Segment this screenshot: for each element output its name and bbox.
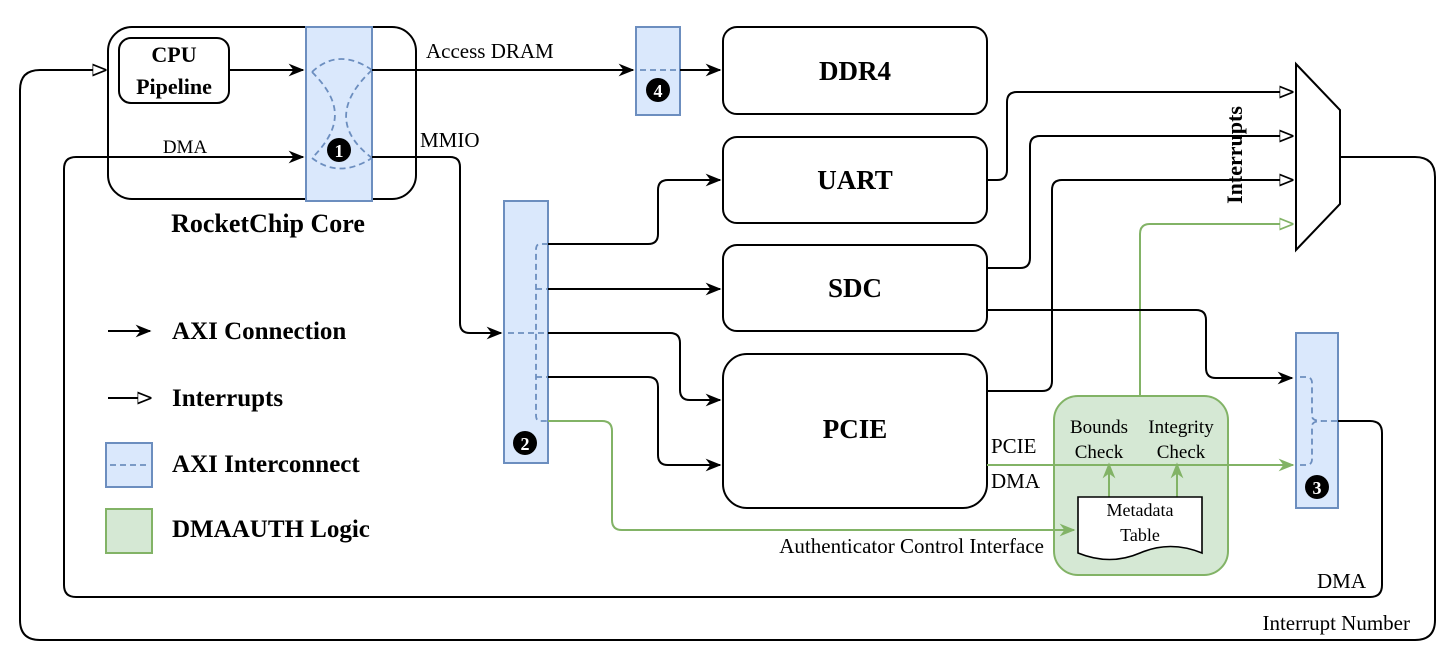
ddr4-box xyxy=(722,26,988,115)
core-title: RocketChip Core xyxy=(171,209,365,238)
pcie-dma-label-line1: PCIE xyxy=(991,434,1037,458)
axi-interconnect-4: 4 xyxy=(635,26,681,116)
badge-4-number: 4 xyxy=(654,81,663,101)
bounds-check-line2: Check xyxy=(1075,442,1124,463)
bounds-check-line1: Bounds xyxy=(1070,417,1128,438)
cpu-label-line1: CPU xyxy=(151,42,196,67)
integrity-check-line1: Integrity xyxy=(1148,417,1214,438)
metadata-table-shape xyxy=(1077,496,1203,561)
pcie-label: PCIE xyxy=(823,414,888,444)
sdc-interrupt-line xyxy=(987,136,1292,269)
interrupt-number-line xyxy=(19,70,1436,641)
uart-label: UART xyxy=(817,165,893,195)
ic2-to-pcie-arrow-2 xyxy=(548,376,722,472)
dma-return-label: DMA xyxy=(1317,569,1367,593)
sdc-box xyxy=(722,244,988,332)
legend-axi-connection-label: AXI Connection xyxy=(172,318,346,345)
interrupt-mux: Interrupts xyxy=(1222,61,1341,253)
cpu-label-line2: Pipeline xyxy=(136,74,212,99)
ic2-to-uart-arrow xyxy=(548,173,722,245)
sdc-label: SDC xyxy=(828,273,882,303)
badge-2 xyxy=(513,431,537,455)
axi-interconnect-2: 2 xyxy=(503,200,549,464)
pcie-box xyxy=(722,353,988,509)
ic2-to-pcie-arrow-1 xyxy=(548,332,722,407)
core-dma-label: DMA xyxy=(163,137,208,158)
legend-axi-interconnect-label: AXI Interconnect xyxy=(172,451,360,478)
legend: AXI Connection Interrupts AXI Interconne… xyxy=(105,318,370,554)
mmio-label: MMIO xyxy=(420,128,480,152)
pcie-dma-label-line2: DMA xyxy=(991,469,1041,493)
pcie-interrupt-line xyxy=(987,180,1292,392)
integrity-check-line2: Check xyxy=(1157,442,1206,463)
badge-1-number: 1 xyxy=(335,141,344,161)
metadata-table-line2: Table xyxy=(1120,525,1160,545)
authenticator-control-label: Authenticator Control Interface xyxy=(779,534,1044,558)
mmio-arrow xyxy=(372,156,503,340)
badge-3 xyxy=(1305,475,1329,499)
authenticator-control-arrow xyxy=(548,420,1076,537)
badge-4 xyxy=(646,78,670,102)
legend-dmaauth-label: DMAAUTH Logic xyxy=(172,516,370,543)
legend-interrupts-label: Interrupts xyxy=(172,385,283,412)
dmaauth-logic-block: Bounds Check Integrity Check Metadata Ta… xyxy=(1053,395,1229,576)
dmaauth-interrupt-line xyxy=(1139,224,1292,395)
sdc-dma-arrow xyxy=(987,309,1294,385)
axi-interconnect-3: 3 xyxy=(1295,332,1339,509)
interrupt-number-label: Interrupt Number xyxy=(1262,611,1410,635)
interrupts-vertical-label: Interrupts xyxy=(1222,106,1247,204)
metadata-table-line1: Metadata xyxy=(1107,500,1174,520)
badge-3-number: 3 xyxy=(1313,478,1322,498)
dma-return-line xyxy=(63,156,1383,598)
badge-2-number: 2 xyxy=(521,434,530,454)
axi-interconnect-1: 1 xyxy=(305,26,373,202)
ddr4-label: DDR4 xyxy=(819,56,891,86)
access-dram-label: Access DRAM xyxy=(426,39,554,63)
badge-1 xyxy=(327,138,351,162)
legend-dmaauth-swatch xyxy=(105,508,153,554)
uart-interrupt-line xyxy=(987,92,1292,181)
